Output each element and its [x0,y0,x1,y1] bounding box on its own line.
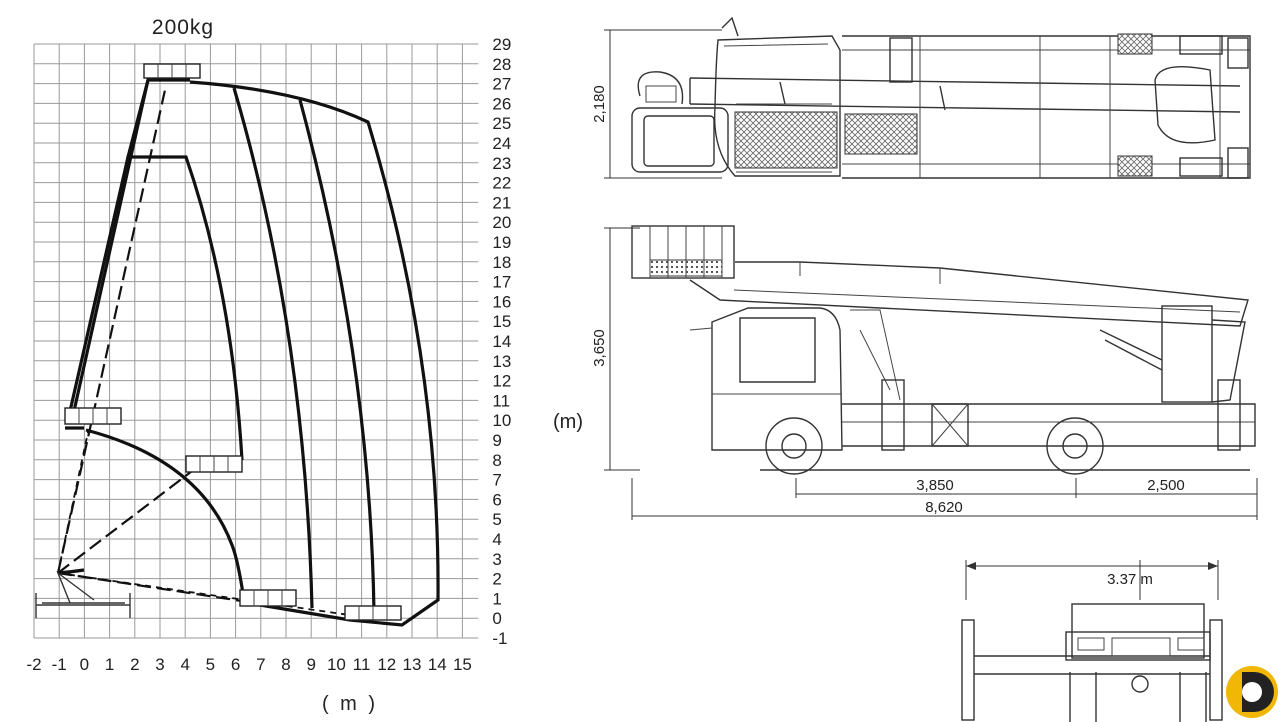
x-tick-label: 3 [155,655,164,674]
y-tick-label: 5 [492,510,501,529]
y-tick-label: 16 [492,292,511,311]
side-unit-label: (m) [553,411,583,433]
circle-d-logo-icon [1226,666,1278,718]
y-tick-label: 1 [492,589,501,608]
y-tick-label: 26 [492,94,511,113]
outrigger-span-label: 3.37 m [1107,571,1153,588]
y-tick-label: 6 [492,490,501,509]
x-tick-label: 8 [281,655,290,674]
height-dimension-label: 3,650 [591,329,608,367]
x-tick-label: 13 [403,655,422,674]
y-tick-label: 9 [492,431,501,450]
y-tick-label: 22 [492,174,511,193]
y-tick-label: 2 [492,570,501,589]
y-tick-label: 12 [492,372,511,391]
y-tick-label: 10 [492,411,511,430]
x-tick-label: 7 [256,655,265,674]
boom-positions [56,89,371,619]
x-tick-label: 5 [206,655,215,674]
y-tick-label: 4 [492,530,501,549]
y-tick-label: 0 [492,609,501,628]
y-tick-label: 20 [492,213,511,232]
width-dimension-label: 2,180 [591,85,608,123]
y-tick-label: 21 [492,193,511,212]
y-tick-label: 11 [492,391,510,410]
y-tick-label: 24 [492,134,511,153]
y-tick-label: 8 [492,451,501,470]
y-tick-label: 27 [492,75,511,94]
x-tick-label: 1 [105,655,114,674]
x-tick-label: 10 [327,655,346,674]
x-tick-label: 12 [377,655,396,674]
platform-baskets [64,63,402,621]
y-axis-ticks: 2928272625242322212019181716151413121110… [492,35,511,648]
truck-side-view: 3,650 3,850 2,500 8,620 [591,225,1258,520]
x-tick-label: -2 [26,655,41,674]
x-tick-label: -1 [52,655,67,674]
y-tick-label: 25 [492,114,511,133]
load-capacity-label: 200kg [152,16,214,39]
y-tick-label: 17 [492,273,511,292]
y-tick-label: 7 [492,471,501,490]
x-tick-label: 15 [453,655,472,674]
wheelbase-dimension-label: 3,850 [916,477,954,494]
y-tick-label: 15 [492,312,511,331]
y-tick-label: 18 [492,253,511,272]
y-tick-label: 23 [492,154,511,173]
y-tick-label: 29 [492,35,511,54]
y-tick-label: 3 [492,550,501,569]
truck-top-view: 2,180 [591,16,1251,179]
x-tick-label: 0 [80,655,89,674]
y-tick-label: 19 [492,233,511,252]
x-tick-label: 4 [180,655,189,674]
x-tick-label: 6 [231,655,240,674]
overall-length-dimension-label: 8,620 [925,499,963,516]
y-tick-label: 28 [492,55,511,74]
truck-rear-view: 3.37 m [961,560,1223,722]
y-tick-label: 14 [492,332,511,351]
range-grid [33,43,479,639]
rear-overhang-dimension-label: 2,500 [1147,477,1185,494]
y-tick-label: -1 [492,629,507,648]
x-tick-label: 9 [306,655,315,674]
vehicle-base-symbol [35,570,131,618]
x-axis-unit: ( m ) [322,693,378,715]
y-tick-label: 13 [492,352,511,371]
x-tick-label: 14 [428,655,447,674]
working-envelope [57,78,440,627]
x-tick-label: 11 [353,655,371,674]
x-tick-label: 2 [130,655,139,674]
